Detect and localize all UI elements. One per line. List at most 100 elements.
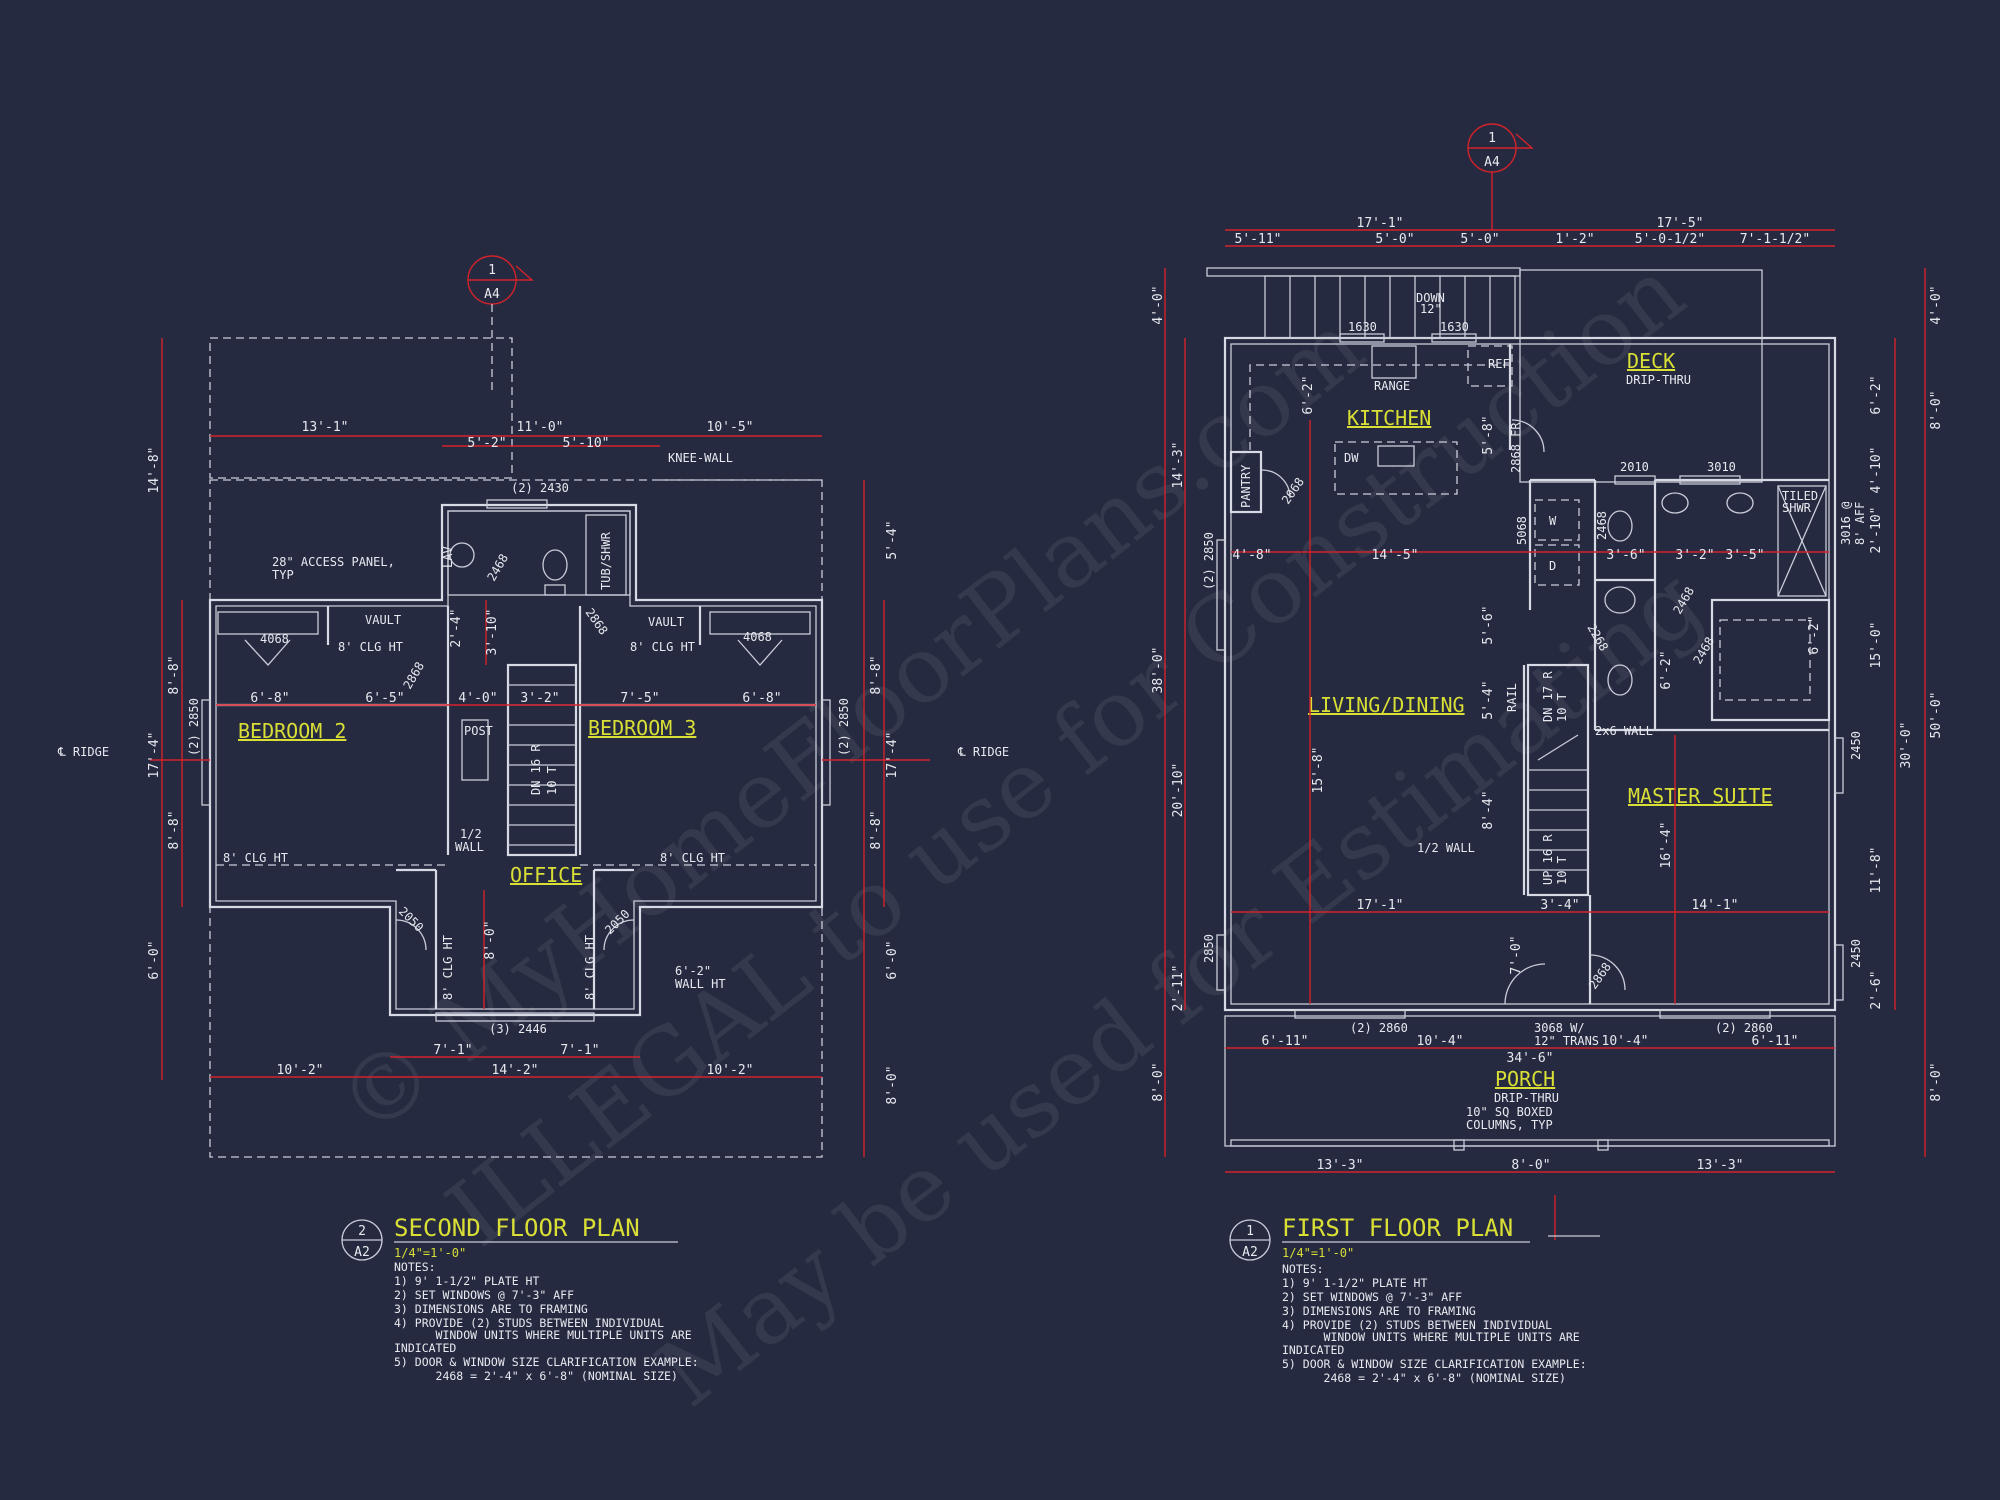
label-window-2850-b: 2850: [1202, 934, 1216, 963]
washer: [1534, 499, 1580, 541]
title-first-floor-plan: FIRST FLOOR PLAN: [1282, 1214, 1513, 1242]
dim-first-mid-1: 4'-8": [1232, 548, 1271, 563]
section-marker-sheet: A4: [484, 287, 500, 302]
label-tub-shower: TUB/SHWR: [599, 531, 613, 590]
dim-right-4: 8'-8": [869, 810, 884, 849]
dim-mid-6: 6'-8": [742, 691, 781, 706]
label-stair-up-treads: 10 T: [1555, 856, 1569, 885]
note-first-8: 2468 = 2'-4" x 6'-8" (NOMINAL SIZE): [1282, 1371, 1566, 1385]
notes-heading-first: NOTES:: [1282, 1262, 1324, 1276]
dim-first-mid-2: 14'-5": [1372, 548, 1419, 563]
closet-door-left: [244, 639, 291, 666]
porch-beam: [1230, 1139, 1830, 1147]
label-window-3010: 3010: [1707, 460, 1736, 474]
label-columns-typ: COLUMNS, TYP: [1466, 1118, 1553, 1132]
label-door-2468: 2468: [484, 551, 511, 583]
dim-first-top-4: 1'-2": [1555, 232, 1594, 247]
label-access-panel-typ: TYP: [272, 568, 294, 582]
label-tiled: TILED: [1782, 489, 1818, 503]
label-columns: 10" SQ BOXED: [1466, 1105, 1553, 1119]
dim-right-5: 6'-0": [885, 940, 900, 979]
label-window-2860-a: (2) 2860: [1350, 1021, 1408, 1035]
room-porch: PORCH: [1495, 1067, 1555, 1091]
label-vault-right: VAULT: [648, 615, 684, 629]
sheet-tag-sheet-second: A2: [354, 1245, 370, 1260]
label-clg-bottom-left: 8' CLG HT: [223, 851, 288, 865]
deck-rail-top: [1206, 267, 1521, 277]
label-window-1630-a: 1630: [1348, 320, 1377, 334]
pantry: [1229, 450, 1263, 514]
dim-bot-4: 14'-2": [492, 1063, 539, 1078]
dim-first-left-4: 20'-10": [1171, 763, 1186, 818]
dim-first-mid-8: 14'-1": [1692, 898, 1739, 913]
label-clg-bottom-right: 8' CLG HT: [660, 851, 725, 865]
dim-right-3: 17'-4": [885, 732, 900, 779]
door-swing-2868-master: [1589, 954, 1626, 991]
dim-first-left-3: 38'-0": [1151, 647, 1166, 694]
label-ref: REF: [1488, 357, 1510, 371]
label-window-2450-b: 2450: [1849, 939, 1863, 968]
dim-first-right-7: 30'-0": [1899, 722, 1914, 769]
section-marker-arrow: [1515, 133, 1534, 149]
note-first-4: 4) PROVIDE (2) STUDS BETWEEN INDIVIDUAL: [1282, 1318, 1552, 1332]
refrigerator: [1467, 345, 1513, 387]
section-marker-first: 1 A4: [1467, 123, 1534, 173]
label-clg-ht-left: 8' CLG HT: [338, 640, 403, 654]
dim-mid-1: 6'-8": [250, 691, 289, 706]
dim-first-v-3: 7'-0": [1509, 935, 1524, 974]
dim-first-right-1: 4'-0": [1929, 285, 1944, 324]
note-first-5: WINDOW UNITS WHERE MULTIPLE UNITS ARE: [1282, 1330, 1580, 1344]
section-marker-number: 1: [1488, 131, 1496, 146]
room-bedroom-3: BEDROOM 3: [588, 716, 696, 740]
dim-right-6: 8'-0": [885, 1065, 900, 1104]
label-window-2850-right: (2) 2850: [837, 698, 851, 756]
vanity-sink-1: [1661, 492, 1689, 514]
note-second-4: 4) PROVIDE (2) STUDS BETWEEN INDIVIDUAL: [394, 1316, 664, 1330]
lav-powder: [1604, 586, 1636, 614]
dim-first-bot-1: 6'-11": [1262, 1034, 1309, 1049]
label-window-2450-a: 2450: [1849, 731, 1863, 760]
note-second-5: WINDOW UNITS WHERE MULTIPLE UNITS ARE: [394, 1328, 692, 1342]
dim-first-top-3: 5'-0": [1460, 232, 1499, 247]
label-dishwasher: DW: [1344, 451, 1359, 465]
label-stair-dn: DN 17 R: [1541, 671, 1555, 722]
label-dryer: D: [1549, 559, 1556, 573]
first-floor-title-block: 1 A2 FIRST FLOOR PLAN 1/4"=1'-0" NOTES: …: [1229, 1214, 1600, 1385]
window-1630-a: [1339, 333, 1385, 343]
dim-first-right-8: 50'-0": [1929, 692, 1944, 739]
dim-first-left-5: 2'-11": [1171, 965, 1186, 1012]
first-floor-dimensions: [1164, 172, 1926, 1240]
window-2430: [486, 499, 548, 509]
label-door-3068: 3068 W/: [1534, 1021, 1585, 1035]
note-second-7: 5) DOOR & WINDOW SIZE CLARIFICATION EXAM…: [394, 1355, 699, 1369]
dryer: [1534, 544, 1580, 586]
room-living-dining: LIVING/DINING: [1308, 693, 1465, 717]
dim-first-v-4: 6'-2": [1659, 650, 1674, 689]
door-swing-2050-right: [603, 919, 635, 951]
dim-first-v-2: 16'-4": [1659, 822, 1674, 869]
dim-first-top-a: 17'-1": [1357, 216, 1404, 231]
dim-mid-2: 6'-5": [365, 691, 404, 706]
tub-shower: [585, 514, 627, 596]
dim-bot-3: 10'-2": [277, 1063, 324, 1078]
label-stair-up: UP 16 R: [1541, 834, 1555, 885]
section-marker-arrow: [515, 265, 534, 281]
window-2850-left: [201, 699, 211, 806]
dim-left-2: 8'-8": [167, 655, 182, 694]
dim-first-mid-4: 3'-2": [1675, 548, 1714, 563]
dim-first-bot-7: 8'-0": [1511, 1158, 1550, 1173]
window-2010: [1614, 475, 1656, 485]
window-2850-first-left: [1216, 539, 1226, 651]
dim-left-3: 17'-4": [147, 732, 162, 779]
label-window-2850-left: (2) 2850: [187, 698, 201, 756]
note-first-6: INDICATED: [1282, 1343, 1344, 1357]
dim-first-bot-6: 13'-3": [1317, 1158, 1364, 1173]
dim-first-bot-5: 34'-6": [1507, 1051, 1554, 1066]
room-deck: DECK: [1627, 349, 1675, 373]
closet-shelf-left: [217, 611, 319, 635]
label-clg-vert-right: 8' CLG HT: [583, 935, 597, 1000]
closet-shelf-right: [709, 611, 811, 635]
window-1630-b: [1431, 333, 1477, 343]
dim-first-right-4: 4'-10": [1869, 447, 1884, 494]
label-ridge-left: ℄ RIDGE: [57, 745, 109, 759]
